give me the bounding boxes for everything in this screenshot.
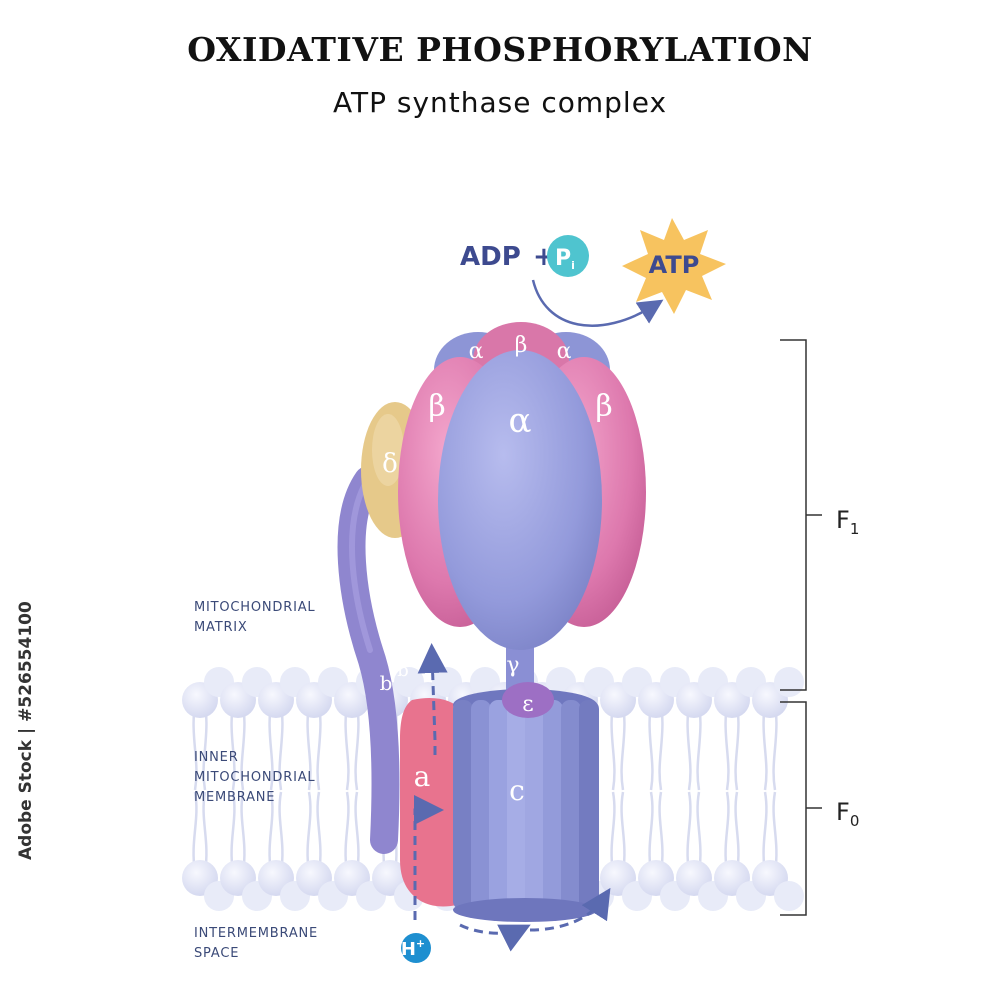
b-label-1: b [380,671,393,695]
b-label-2: b [397,660,409,681]
a-label: a [414,760,431,793]
matrix-line-1: MITOCHONDRIAL [194,600,316,615]
adp-label: ADP [460,242,521,272]
f1-bracket [780,339,822,691]
matrix-region-label: MITOCHONDRIAL MATRIX [194,598,315,638]
c-label: c [509,774,525,807]
membrane-line-2: MITOCHONDRIAL [194,770,316,785]
f0-bracket [780,701,822,916]
membrane-line-3: MEMBRANE [194,790,276,805]
page-subtitle: ATP synthase complex [332,86,668,119]
beta-label-back: β [515,333,528,358]
side-id-watermark: Adobe Stock | #526554100 [14,601,36,1000]
alpha-subunit-front [438,350,602,650]
proton-path [413,643,611,952]
f0-label: F0 [836,798,859,830]
f1-label: F1 [836,506,859,538]
proton-icon [401,933,431,963]
intermembrane-line-1: INTERMEMBRANE [194,926,319,941]
matrix-line-2: MATRIX [194,620,248,635]
intermembrane-region-label: INTERMEMBRANE SPACE [194,924,318,964]
membrane-line-1: INNER [194,750,239,765]
membrane-region-label: INNER MITOCHONDRIAL MEMBRANE [194,748,315,808]
alpha-label-front: α [509,401,532,441]
side-id-text: Adobe Stock | #526554100 [16,601,36,860]
gamma-label: γ [506,653,519,678]
beta-label-right: β [595,389,612,424]
intermembrane-line-2: SPACE [194,946,240,961]
reaction-arrow [531,279,664,327]
beta-label-left: β [428,389,445,424]
atp-star-icon [622,218,726,314]
phosphate-symbol: Pi [555,246,575,272]
epsilon-label: ε [522,692,533,717]
alpha-label-back-left: α [469,339,484,364]
alpha-label-back-right: α [557,339,572,364]
c-ring [453,689,599,922]
atp-label: ATP [649,251,700,279]
delta-label: δ [382,449,398,479]
phosphate-icon [547,235,589,277]
proton-symbol: H+ [401,937,425,960]
epsilon-subunit [502,682,554,718]
page-title: OXIDATIVE PHOSPHORYLATION [187,30,813,69]
